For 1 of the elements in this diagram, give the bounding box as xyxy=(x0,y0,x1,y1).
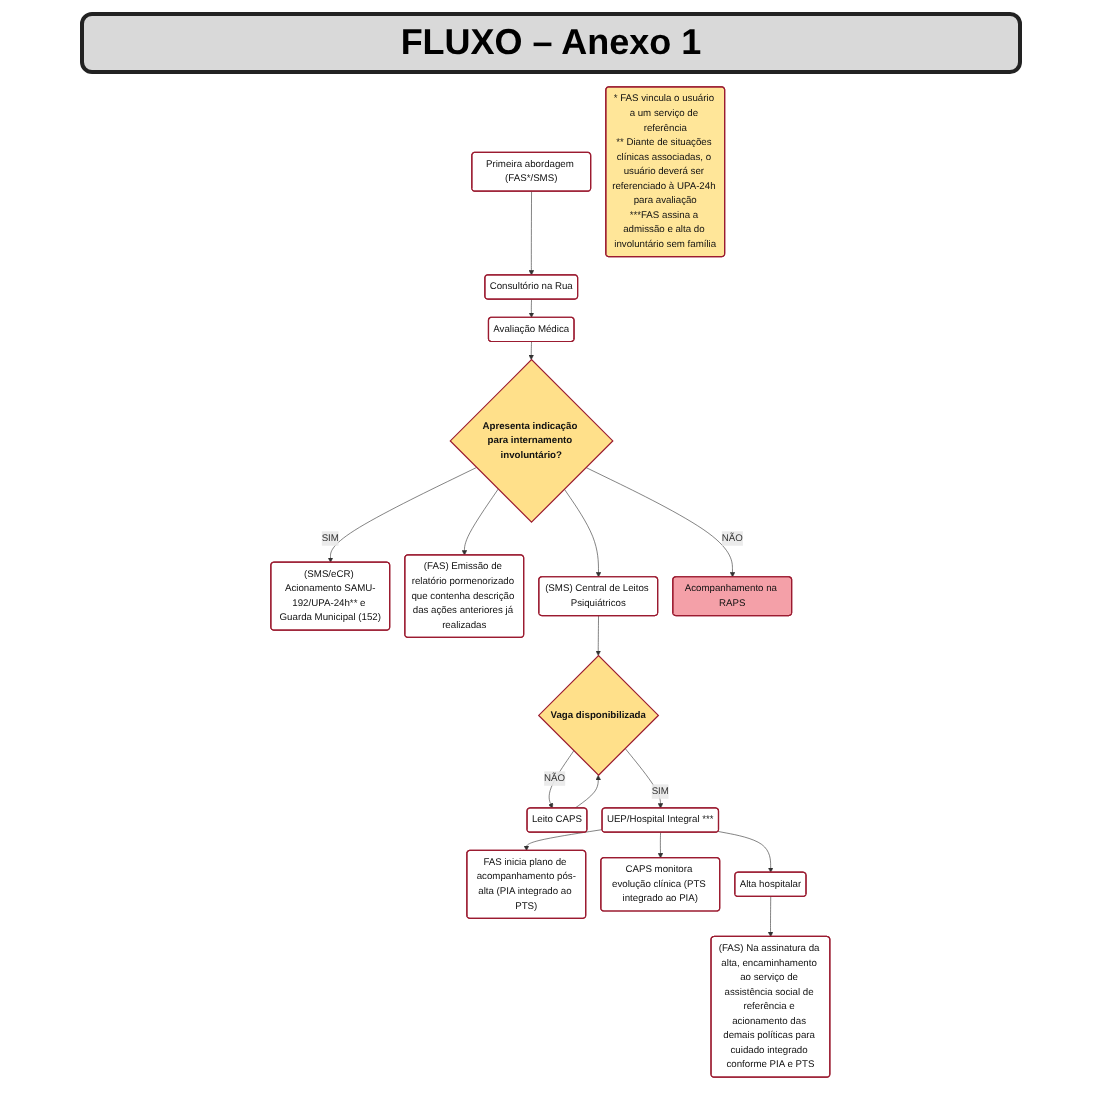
title-banner: FLUXO – Anexo 1 xyxy=(80,12,1022,74)
